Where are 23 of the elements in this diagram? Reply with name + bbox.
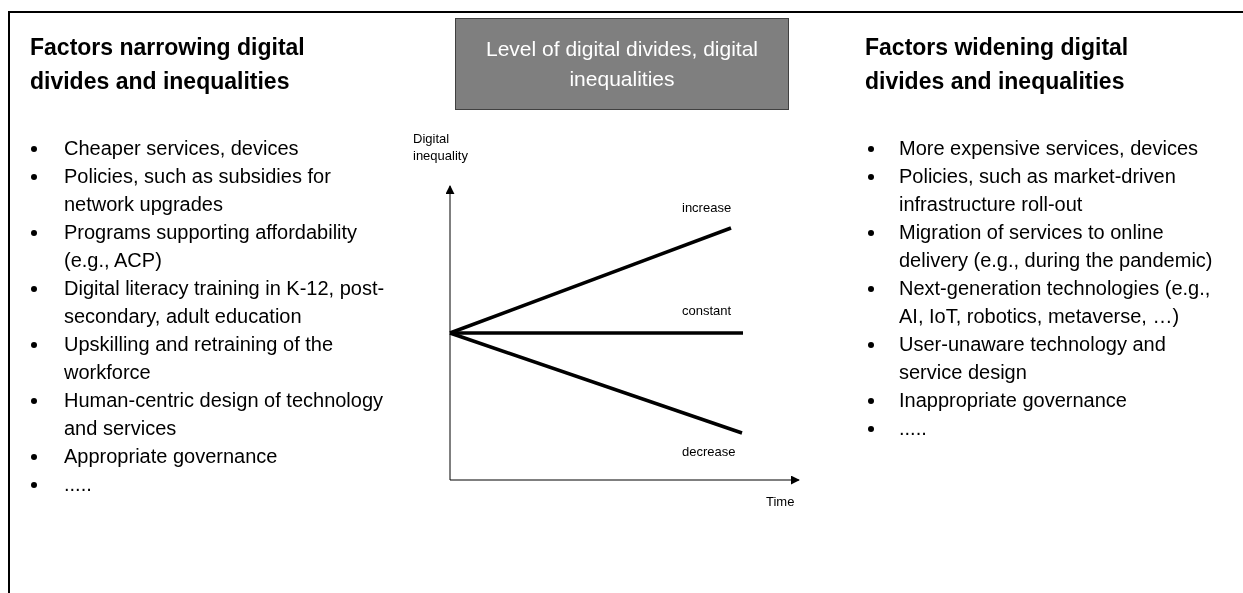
title-box: Level of digital divides, digital inequalities bbox=[455, 18, 789, 110]
bullet-text: ..... bbox=[899, 416, 928, 441]
bullet-text: Policies, such as subsidies for network upgrades bbox=[64, 164, 332, 217]
bullet-text: More expensive services, devices bbox=[899, 136, 1199, 161]
column-heading: Factors widening digital divides and inequalities bbox=[865, 33, 1130, 96]
bullet-text: Cheaper services, devices bbox=[64, 136, 300, 161]
bullet-text: Human-centric design of technology and services bbox=[64, 388, 385, 441]
bullet-text: Upskilling and retraining of the workforce bbox=[64, 332, 335, 385]
bullet-text: Migration of services to online delivery (e.g., during the pandemic) bbox=[899, 220, 1214, 273]
line-label: decrease bbox=[682, 443, 737, 460]
bullet-text: User-unaware technology and service design bbox=[899, 332, 1167, 385]
column-heading: Factors narrowing digital divides and inequalities bbox=[30, 33, 306, 96]
bullet-text: ..... bbox=[64, 472, 93, 497]
bullet-text: Digital literacy training in K-12, post-secondary, adult education bbox=[64, 276, 386, 329]
line-label: increase bbox=[682, 199, 733, 216]
bullet-text: Inappropriate governance bbox=[899, 388, 1128, 413]
bullet-text: Programs supporting affordability (e.g., ACP) bbox=[64, 220, 359, 273]
bullet-text: Appropriate governance bbox=[64, 444, 279, 469]
axis-title: Time bbox=[766, 493, 796, 510]
line-label: constant bbox=[682, 302, 733, 319]
bullet-text: Next-generation technologies (e.g., AI, IoT, robotics, metaverse, …) bbox=[899, 276, 1212, 329]
axis-title: Digital inequality bbox=[413, 130, 469, 164]
bullet-text: Policies, such as market-driven infrastructure roll-out bbox=[899, 164, 1177, 217]
